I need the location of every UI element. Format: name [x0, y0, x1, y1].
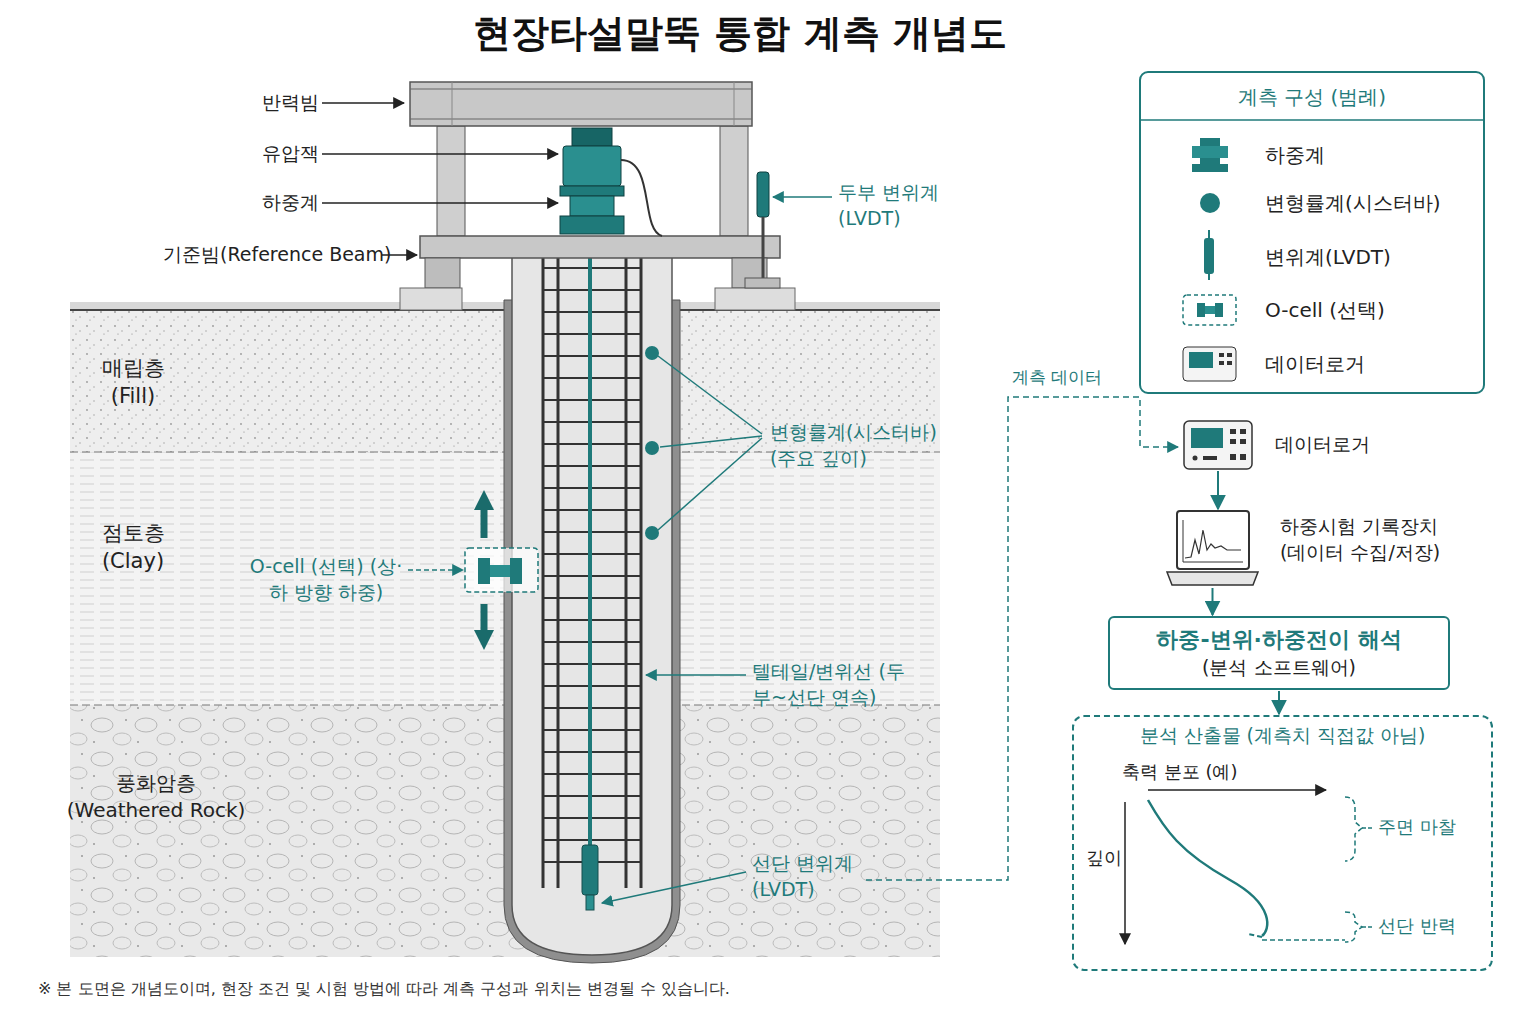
label-text: 주면 마찰 — [1378, 815, 1456, 839]
node-text: 하중-변위·하중전이 해석 — [1156, 626, 1401, 655]
label-text: 계측 데이터 — [1012, 366, 1102, 389]
flow-arrow — [1278, 691, 1280, 714]
diagram-caption: ※ 본 도면은 개념도이며, 현장 조건 및 시험 방법에 따라 계측 구성과 … — [38, 978, 730, 1000]
legend-text: 데이터로거 — [1265, 351, 1365, 378]
output-box: 분석 산출물 (계측치 직접값 아님) — [1072, 715, 1493, 971]
label-text: 점토층 (Clay) — [88, 519, 178, 576]
label-text: 하중계 — [262, 190, 319, 216]
legend-text: 변위계(LVDT) — [1265, 244, 1391, 271]
label-text: 매립층 (Fill) — [88, 354, 178, 411]
label-text: 깊이 — [1086, 846, 1122, 870]
label-text: 축력 분포 (예) — [1122, 760, 1238, 784]
legend-text: 변형률계(시스터바) — [1265, 190, 1441, 217]
process-box: 하중-변위·하중전이 해석(분석 소프트웨어) — [1108, 616, 1450, 690]
flow-arrow — [1217, 471, 1219, 509]
legend-text: O-cell (선택) — [1265, 297, 1385, 324]
label-text: 기준빔(Reference Beam) — [163, 242, 391, 268]
device-node: 데이터로거 — [1183, 420, 1253, 470]
legend-text: 하중계 — [1265, 142, 1325, 169]
flow-arrow — [1212, 588, 1214, 615]
node-text: 하중시험 기록장치 (데이터 수집/저장) — [1280, 514, 1460, 565]
label-text: 선단 반력 — [1378, 914, 1456, 938]
label-text: 계측 구성 (범례) — [1140, 84, 1484, 111]
label-text: 두부 변위계 (LVDT) — [838, 180, 958, 231]
label-text: 유압잭 — [262, 141, 319, 167]
node-text: (분석 소프트웨어) — [1202, 655, 1356, 680]
node-text: 분석 산출물 (계측치 직접값 아님) — [1084, 723, 1481, 749]
label-text: 반력빔 — [262, 90, 319, 116]
label-text: 텔테일/변위선 (두부~선단 연속) — [752, 659, 922, 710]
label-text: 선단 변위계 (LVDT) — [752, 851, 864, 902]
label-text: 풍화암층 (Weathered Rock) — [66, 770, 246, 824]
node-text: 데이터로거 — [1275, 432, 1370, 458]
label-text: O-cell (선택) (상·하 방향 하중) — [246, 554, 406, 605]
device-node: 하중시험 기록장치 (데이터 수집/저장) — [1165, 510, 1260, 587]
logger-icon — [1183, 420, 1253, 470]
laptop-icon — [1165, 510, 1260, 587]
label-text: 변형률계(시스터바) (주요 깊이) — [770, 420, 955, 471]
diagram-title: 현장타설말뚝 통합 계측 개념도 — [0, 8, 1480, 59]
